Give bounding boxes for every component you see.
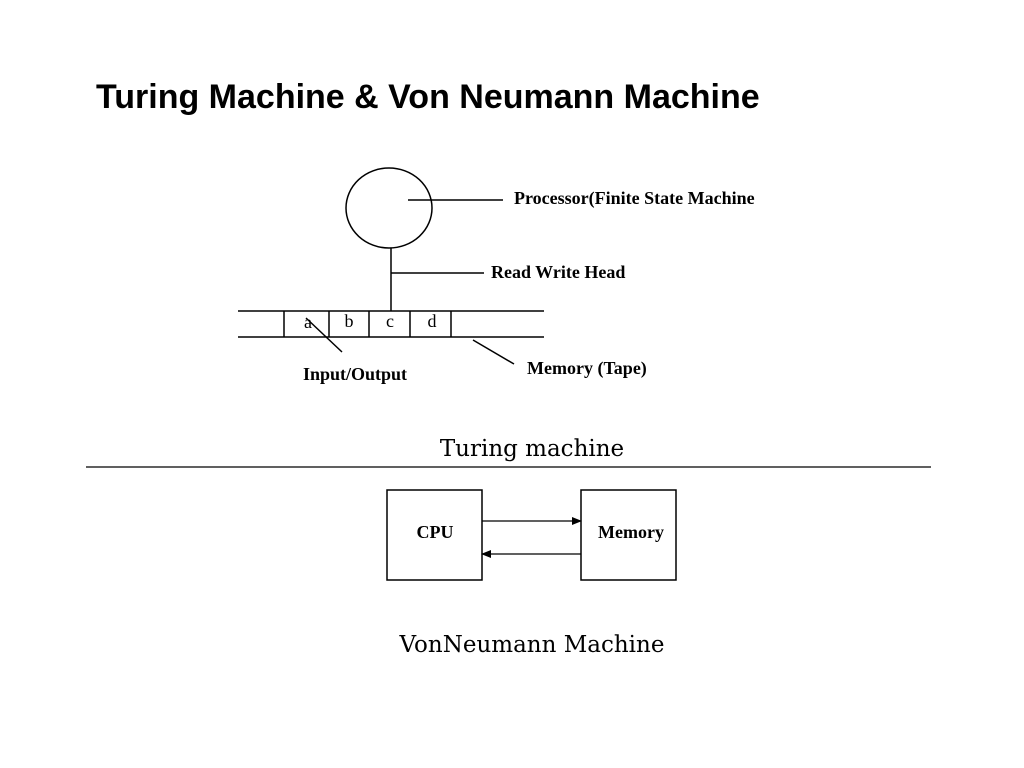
tape-cell: b [345,311,354,331]
cpu-box [386,489,483,581]
von-neumann-caption: VonNeumann Machine [399,632,665,658]
io-leader-line [305,317,343,353]
turing-machine-diagram: Processor(Finite State Machine Read Writ… [238,167,755,462]
von-neumann-diagram: CPU Memory VonNeumann Machine [386,489,677,658]
memory-leader-line [472,339,515,365]
turing-caption: Turing machine [440,436,624,462]
tape-memory-label: Memory (Tape) [527,358,647,379]
io-label: Input/Output [303,364,407,384]
memory-label: Memory [598,522,664,542]
head-label: Read Write Head [491,262,625,282]
processor-label: Processor(Finite State Machine [514,188,755,209]
tape-cell: d [428,311,437,331]
tape-cell: a [304,312,312,332]
cpu-label: CPU [417,522,454,542]
page-title: Turing Machine & Von Neumann Machine [96,78,760,116]
processor-circle [345,167,433,249]
memory-tape: a b c d [238,310,544,338]
tape-cell: c [386,311,394,331]
memory-box [580,489,677,581]
